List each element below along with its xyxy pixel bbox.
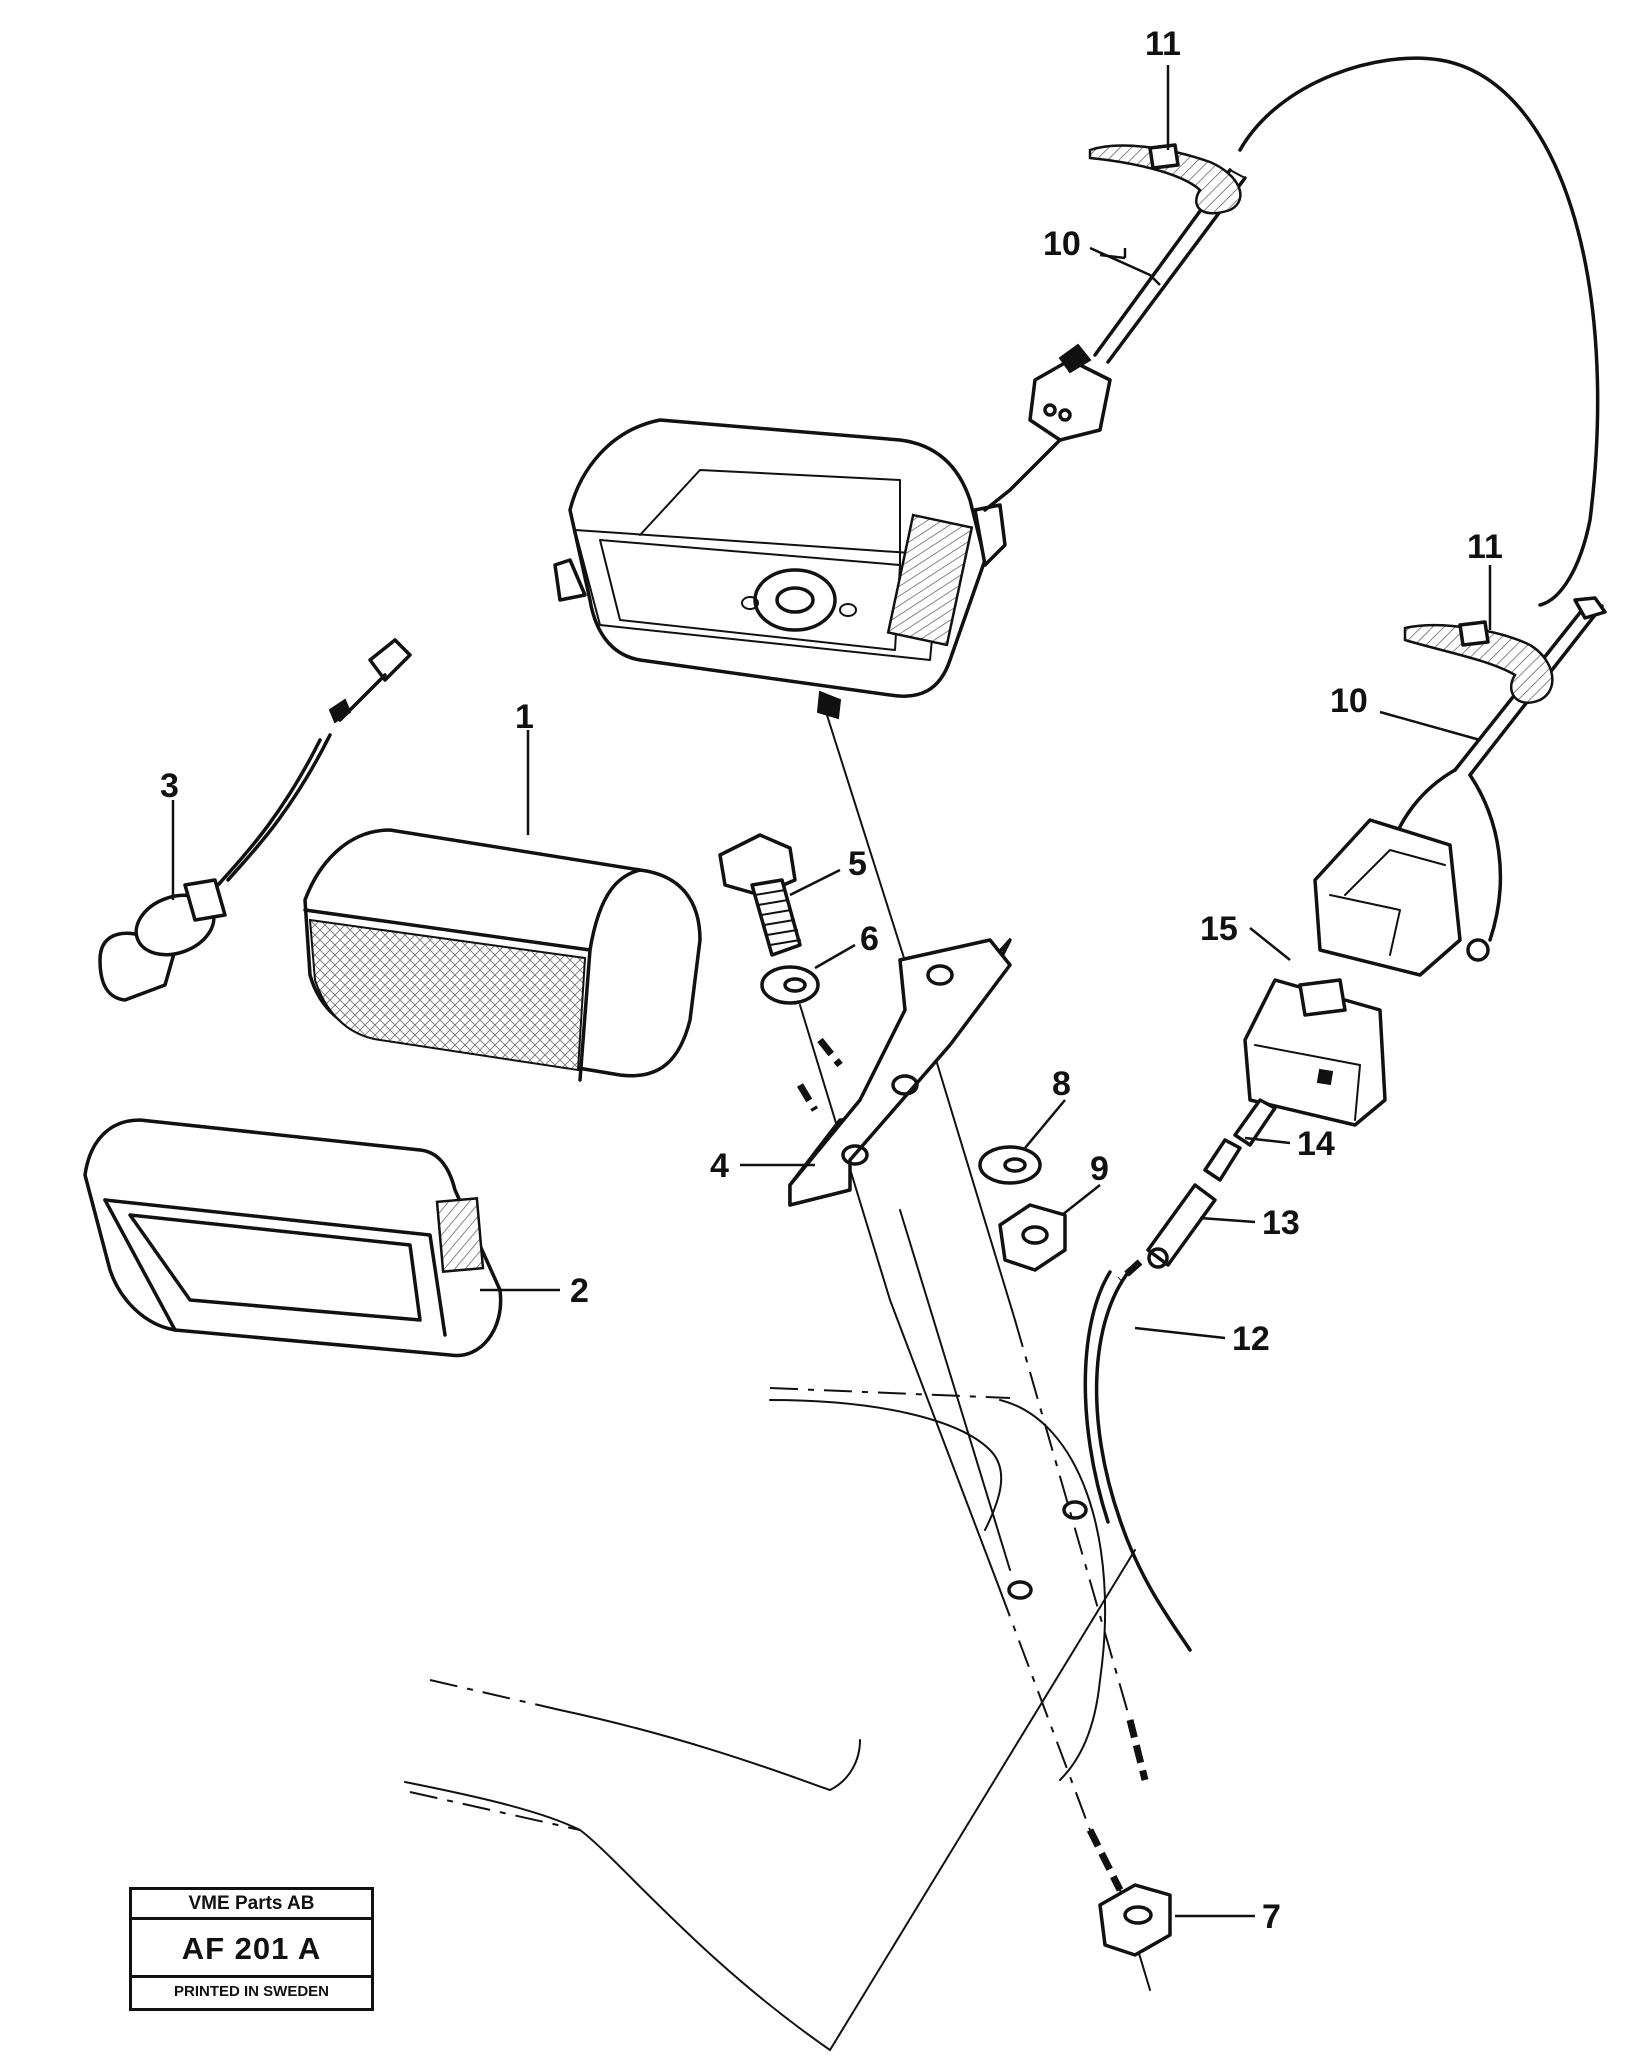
- lower-wire-and-tie: [1388, 596, 1607, 962]
- callout-8: 8: [1052, 1065, 1071, 1103]
- callout-15: 15: [1200, 910, 1238, 948]
- terminal-14-and-sleeve-13: [1146, 1098, 1277, 1269]
- plug-connector-15: [1243, 818, 1462, 1127]
- callout-13: 13: [1262, 1204, 1300, 1242]
- callout-11-lower: 11: [1467, 528, 1503, 566]
- assembly-center-lines: [796, 711, 1151, 1991]
- callout-10-upper: 10: [1043, 225, 1081, 263]
- callout-numbers: 1 2 3 4 5 6 7 8 9 10 10 11 11 12 13 14 1…: [160, 25, 1503, 1936]
- callout-10-lower: 10: [1330, 682, 1368, 720]
- title-block: VME Parts AB AF 201 A PRINTED IN SWEDEN: [129, 1887, 374, 2011]
- bulb-3: [98, 638, 412, 1002]
- drawing-code: AF 201 A: [132, 1920, 371, 1978]
- callout-5: 5: [848, 845, 867, 883]
- printed-note: PRINTED IN SWEDEN: [173, 1983, 329, 2000]
- callout-leaders: [171, 65, 1492, 1918]
- callout-6: 6: [860, 920, 879, 958]
- callout-14: 14: [1297, 1125, 1335, 1163]
- callout-1: 1: [515, 698, 534, 736]
- bolt-5: [718, 833, 802, 957]
- callout-12: 12: [1232, 1320, 1270, 1358]
- lamp-1: [303, 828, 702, 1082]
- lamp-frame-2: [83, 1118, 503, 1358]
- callout-3: 3: [160, 767, 179, 805]
- callout-9: 9: [1090, 1150, 1109, 1188]
- washer-8: [978, 1145, 1042, 1185]
- work-lamp-housing: [553, 418, 1052, 720]
- nut-9: [998, 1203, 1067, 1272]
- callout-4: 4: [710, 1147, 729, 1185]
- bracket-4: [788, 938, 1012, 1207]
- company-name: VME Parts AB: [132, 1890, 371, 1920]
- upper-wire-and-tie: [1088, 56, 1600, 607]
- machine-body-outline: [404, 1387, 1136, 2051]
- callout-2: 2: [570, 1272, 589, 1310]
- body-mounting-holes: [1007, 1500, 1088, 1600]
- callout-11-upper: 11: [1145, 25, 1181, 63]
- callout-7: 7: [1262, 1898, 1281, 1936]
- washer-6: [760, 965, 820, 1005]
- top-connector: [1028, 343, 1112, 452]
- nut-7: [1098, 1883, 1172, 1957]
- cable-12: [1083, 1259, 1192, 1652]
